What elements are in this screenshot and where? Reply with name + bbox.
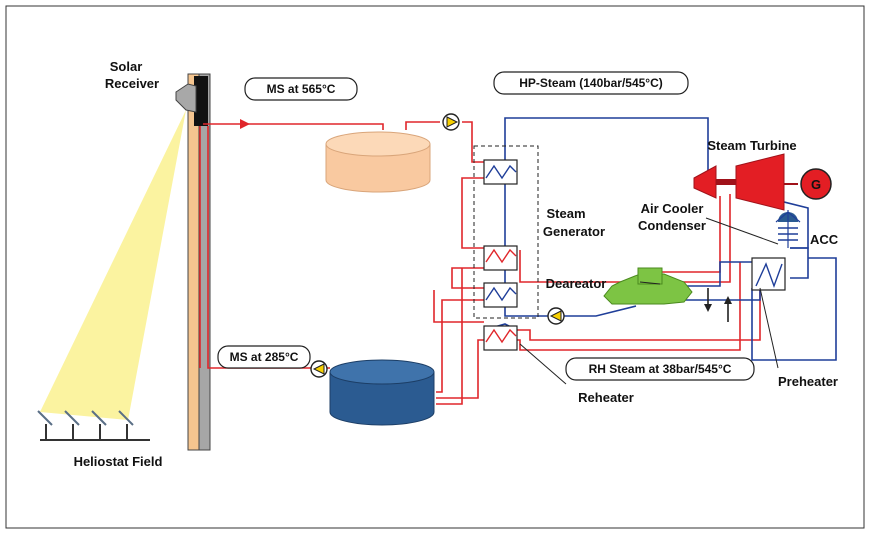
label-steam-turbine: Steam Turbine — [707, 138, 796, 153]
label-steam: Steam — [546, 206, 585, 221]
pump-hot — [442, 113, 460, 131]
label-hp-steam: HP-Steam (140bar/545°C) — [493, 71, 689, 95]
svg-text:HP-Steam (140bar/545°C): HP-Steam (140bar/545°C) — [519, 76, 663, 90]
light-beam — [40, 110, 186, 420]
tower-back — [198, 73, 211, 451]
heat-exchanger-economizer — [483, 282, 518, 308]
receiver-cone — [175, 83, 197, 113]
steam-turbine — [693, 153, 798, 211]
heat-exchanger-superheater — [483, 159, 518, 185]
label-acc: ACC — [810, 232, 839, 247]
flow-arrow-hot — [240, 119, 250, 129]
svg-text:MS at 285°C: MS at 285°C — [230, 350, 299, 364]
heat-exchanger-evaporator — [483, 245, 518, 271]
flow-arrows-updown — [704, 288, 732, 322]
heat-exchanger-reheater — [483, 325, 518, 351]
preheater-exchanger — [751, 257, 786, 291]
hot-storage-tank — [325, 131, 431, 193]
label-reheater: Reheater — [578, 390, 634, 405]
deareator-dome — [637, 267, 663, 285]
cold-storage-tank — [329, 359, 435, 426]
heliostat-mirrors — [37, 410, 150, 441]
label-receiver: Receiver — [105, 76, 159, 91]
label-preheater: Preheater — [778, 374, 838, 389]
label-deareator: Deareator — [546, 276, 607, 291]
deareator-tank — [603, 273, 693, 305]
pump-cold — [310, 360, 328, 378]
label-rh-steam: RH Steam at 38bar/545°C — [565, 357, 755, 381]
label-solar: Solar — [110, 59, 143, 74]
label-heliostat-field: Heliostat Field — [74, 454, 163, 469]
air-cooler-condenser — [775, 210, 801, 248]
tower-front — [187, 73, 200, 451]
frame — [5, 5, 865, 529]
label-ms-cold: MS at 285°C — [217, 345, 311, 369]
label-ms-hot: MS at 565°C — [244, 77, 358, 101]
label-condenser: Condenser — [638, 218, 706, 233]
label-generator-word: Generator — [543, 224, 605, 239]
receiver-body — [194, 76, 208, 126]
svg-text:RH Steam at 38bar/545°C: RH Steam at 38bar/545°C — [589, 362, 732, 376]
pump-steam — [547, 307, 565, 325]
svg-text:MS at 565°C: MS at 565°C — [267, 82, 336, 96]
label-generator: G — [811, 177, 821, 192]
generator — [800, 168, 832, 200]
steam-generator-enclosure — [473, 145, 539, 319]
leader-lines — [519, 217, 779, 385]
label-air-cooler: Air Cooler — [641, 201, 704, 216]
